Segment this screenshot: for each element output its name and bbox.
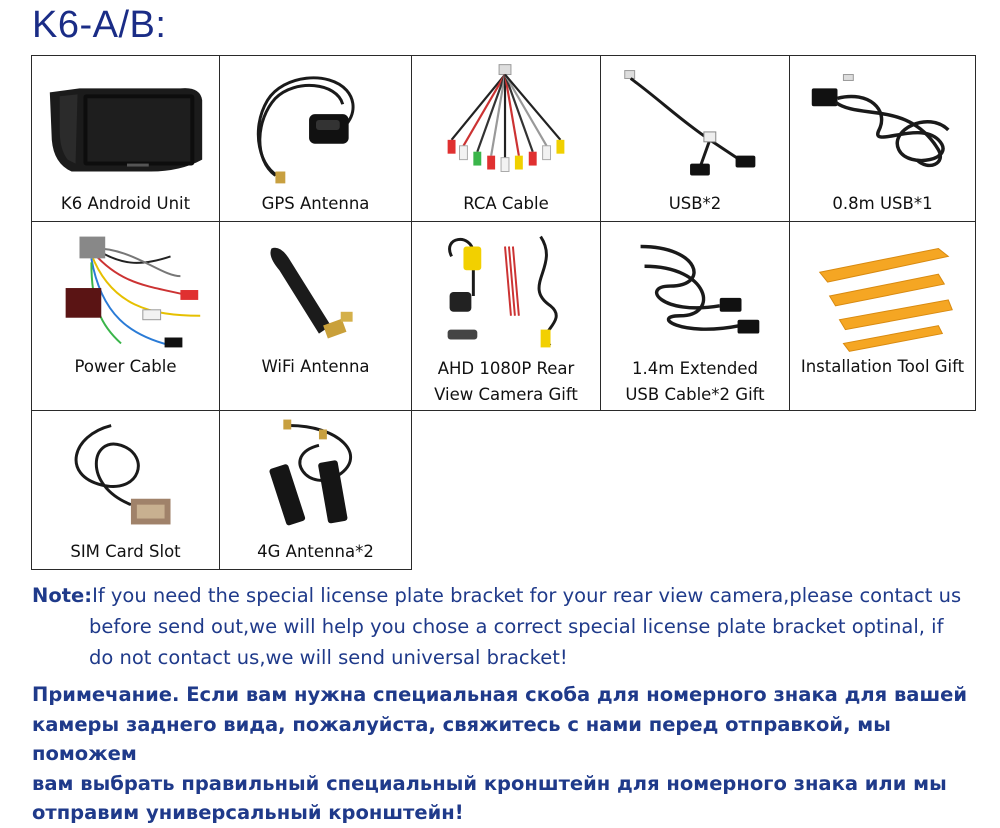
item-android-unit: K6 Android Unit [31,55,220,222]
note-ru-line: отправим универсальный кронштейн! [32,801,464,824]
power-harness-icon [32,226,219,358]
pry-tools-icon [790,226,975,358]
item-power-cable: Power Cable [31,221,220,411]
note-line: before send out,we will help you chose a… [89,615,944,638]
item-caption: GPS Antenna [261,194,370,213]
item-install-tools: Installation Tool Gift [789,221,976,411]
item-caption: SIM Card Slot [70,542,181,561]
item-caption: USB*2 [668,194,722,213]
usb-cable-icon [601,60,789,188]
caption-line: 1.4m Extended [632,359,758,378]
caption-line: AHD 1080P Rear [437,359,575,378]
rca-cable-icon [412,60,600,188]
lte-antenna-icon [220,415,411,533]
sim-slot-icon [32,415,219,533]
item-sim-slot: SIM Card Slot [31,410,220,570]
item-wifi-antenna: WiFi Antenna [219,221,412,411]
wifi-antenna-icon [220,226,411,358]
rear-camera-icon [412,226,600,358]
item-caption: WiFi Antenna [261,357,370,376]
note-label: Note: [32,584,93,607]
item-caption: 0.8m USB*1 [832,194,933,213]
note-ru-line: вам выбрать правильный специальный кронш… [32,771,947,795]
item-caption: K6 Android Unit [60,194,191,213]
usb-extended-icon [601,226,789,358]
note-russian: Примечание. Если вам нужна специальная с… [32,680,982,828]
item-usb: USB*2 [600,55,790,222]
note-english: Note:If you need the special license pla… [32,580,982,673]
gps-antenna-icon [220,60,411,188]
item-4g-antenna: 4G Antenna*2 [219,410,412,570]
note-line: do not contact us,we will send universal… [89,646,568,669]
note-line: If you need the special license plate br… [92,584,962,607]
item-gps-antenna: GPS Antenna [219,55,412,222]
usb-extension-icon [790,60,975,188]
item-caption: AHD 1080P Rear View Camera Gift [412,356,600,408]
item-rca-cable: RCA Cable [411,55,601,222]
item-caption: 4G Antenna*2 [257,542,374,561]
item-caption: 1.4m Extended USB Cable*2 Gift [601,356,789,408]
item-caption: Installation Tool Gift [800,357,965,376]
item-caption: Power Cable [74,357,177,376]
caption-line: USB Cable*2 Gift [625,385,765,404]
item-usb-extended: 1.4m Extended USB Cable*2 Gift [600,221,790,411]
note-ru-line: Примечание. Если вам нужна специальная с… [32,683,968,706]
item-usb-08m: 0.8m USB*1 [789,55,976,222]
item-caption: RCA Cable [463,194,549,213]
note-ru-line: камеры заднего вида, пожалуйста, свяжите… [32,712,891,766]
caption-line: View Camera Gift [434,385,578,404]
android-unit-icon [32,60,219,188]
item-rear-camera: AHD 1080P Rear View Camera Gift [411,221,601,411]
page-title: K6-A/B: [32,4,167,46]
